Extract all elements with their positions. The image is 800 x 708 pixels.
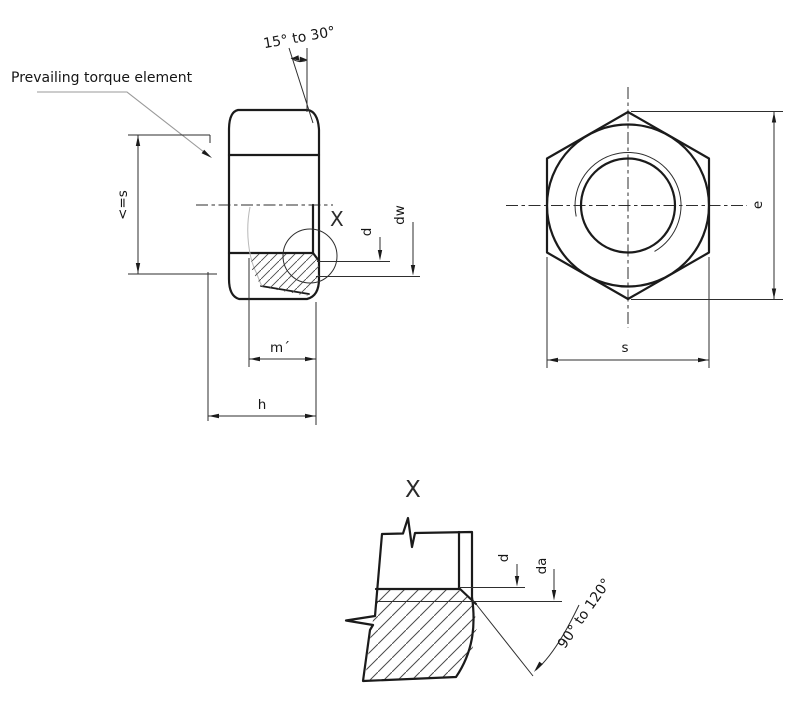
prevailing-torque-leader: [37, 91, 210, 157]
dim-m-label: m´: [270, 340, 290, 356]
arrowhead: [249, 356, 260, 362]
countersink-angle-line: [475, 603, 534, 677]
arrowhead: [208, 413, 219, 419]
prevailing-torque-label: Prevailing torque element: [11, 70, 193, 86]
arrowhead: [135, 263, 141, 274]
cone-angle-arc: [290, 57, 308, 63]
dim-s-max-label: <=s: [115, 190, 131, 220]
arrowhead: [305, 413, 316, 419]
arrowhead: [771, 288, 777, 299]
chamfer-circle: [545, 123, 711, 288]
arrowhead: [551, 590, 557, 601]
arrowhead: [299, 56, 307, 63]
detail-section-hatch: [365, 589, 477, 680]
thread-arc: [574, 151, 682, 252]
side-nut-outline: [227, 108, 321, 301]
arrowhead: [534, 661, 543, 672]
side-section-hatch: [251, 254, 319, 296]
arrowhead: [410, 265, 416, 276]
arrowhead: [514, 576, 520, 587]
arrowhead: [698, 357, 709, 363]
arrowhead: [377, 250, 383, 261]
arrowhead: [305, 356, 316, 362]
detail-x-title: X: [405, 477, 421, 503]
detail-dim-da-label: da: [534, 558, 550, 575]
s-max-ext-top: [128, 134, 211, 143]
arrowhead: [547, 357, 558, 363]
arrowhead: [291, 55, 300, 61]
front-view: e s: [506, 87, 783, 368]
detail-dim-d-label: d: [496, 554, 512, 563]
side-countersink-edge: [311, 251, 321, 263]
leader-arrowhead: [201, 149, 212, 158]
arrowhead: [771, 112, 777, 123]
bore-circle: [579, 157, 677, 254]
dim-d-label: d: [359, 228, 375, 237]
detail-circle: [282, 228, 338, 284]
dim-h-label: h: [258, 397, 267, 413]
cone-ext-slanted: [288, 47, 314, 124]
dim-s-label: s: [621, 340, 628, 356]
detail-x-marker: X: [330, 207, 344, 231]
side-view: X Prevailing torque element <=s 15° to 3…: [11, 24, 420, 425]
detail-view: X d da 90° to 120°: [344, 477, 615, 683]
top-angle-label: 15° to 30°: [262, 24, 336, 52]
countersink-angle-label: 90° to 120°: [555, 576, 615, 652]
dim-dw-label: dw: [392, 205, 408, 225]
dim-e-label: e: [750, 201, 766, 209]
detail-outline: [344, 516, 475, 683]
hexagon-outline: [545, 110, 711, 301]
arrowhead: [135, 135, 141, 146]
